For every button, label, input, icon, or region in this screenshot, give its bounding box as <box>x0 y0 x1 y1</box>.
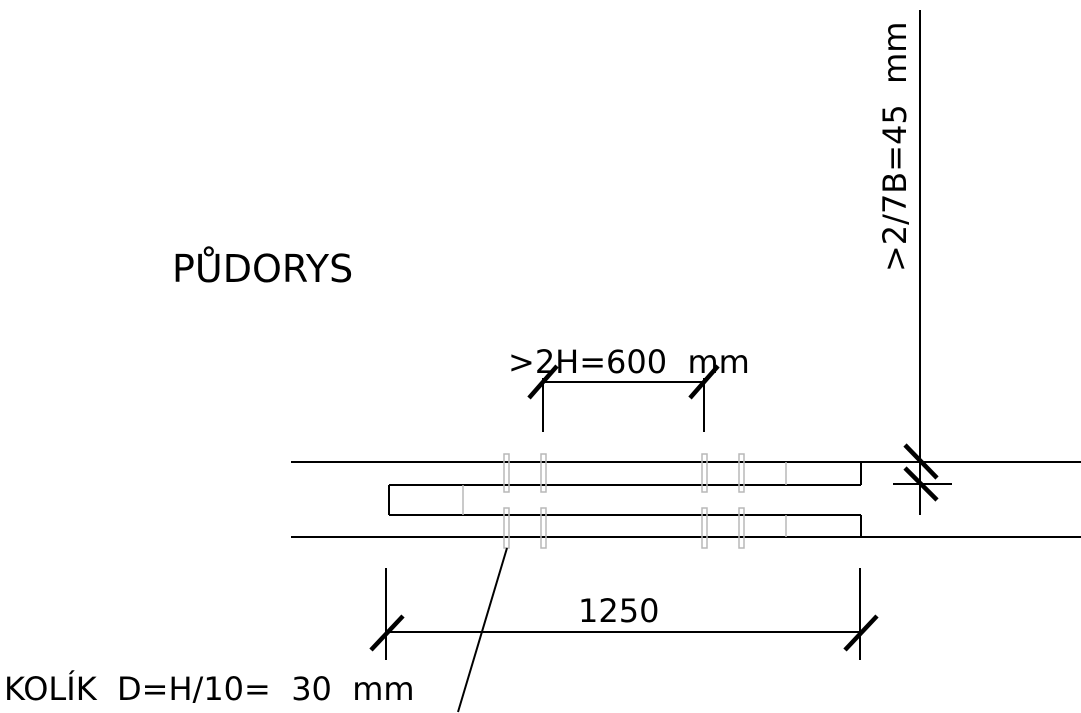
dowel <box>503 453 510 493</box>
dowel <box>540 453 547 493</box>
dowels <box>503 453 745 549</box>
drawing-title: PŮDORYS <box>172 247 353 291</box>
dim-top-tick-right <box>688 364 720 400</box>
dimension-bottom-label: 1250 <box>578 592 659 630</box>
dim-right-tick-bottom <box>903 466 939 502</box>
dim-top-tick-left <box>527 364 559 400</box>
dimension-right: >2/7B=45 mm <box>876 10 952 515</box>
beam-outline <box>291 461 1081 538</box>
dowel <box>540 507 547 549</box>
dim-right-tick-top <box>903 443 939 480</box>
tongue-outline <box>388 462 862 537</box>
dimension-right-label: >2/7B=45 mm <box>876 22 914 272</box>
dowel-leader-line <box>457 547 508 713</box>
dimension-top: >2H=600 mm <box>508 343 750 432</box>
dimension-top-label: >2H=600 mm <box>508 343 750 381</box>
dowel <box>701 453 708 493</box>
dowel-callout: KOLÍK D=H/10= 30 mm <box>4 547 508 713</box>
dimension-bottom: 1250 <box>369 568 879 660</box>
dim-bottom-tick-right <box>843 614 879 652</box>
dowel <box>738 507 745 549</box>
dowel-note: KOLÍK D=H/10= 30 mm <box>4 670 415 708</box>
dowel <box>738 453 745 493</box>
dowel <box>701 507 708 549</box>
dim-bottom-tick-left <box>369 614 405 652</box>
